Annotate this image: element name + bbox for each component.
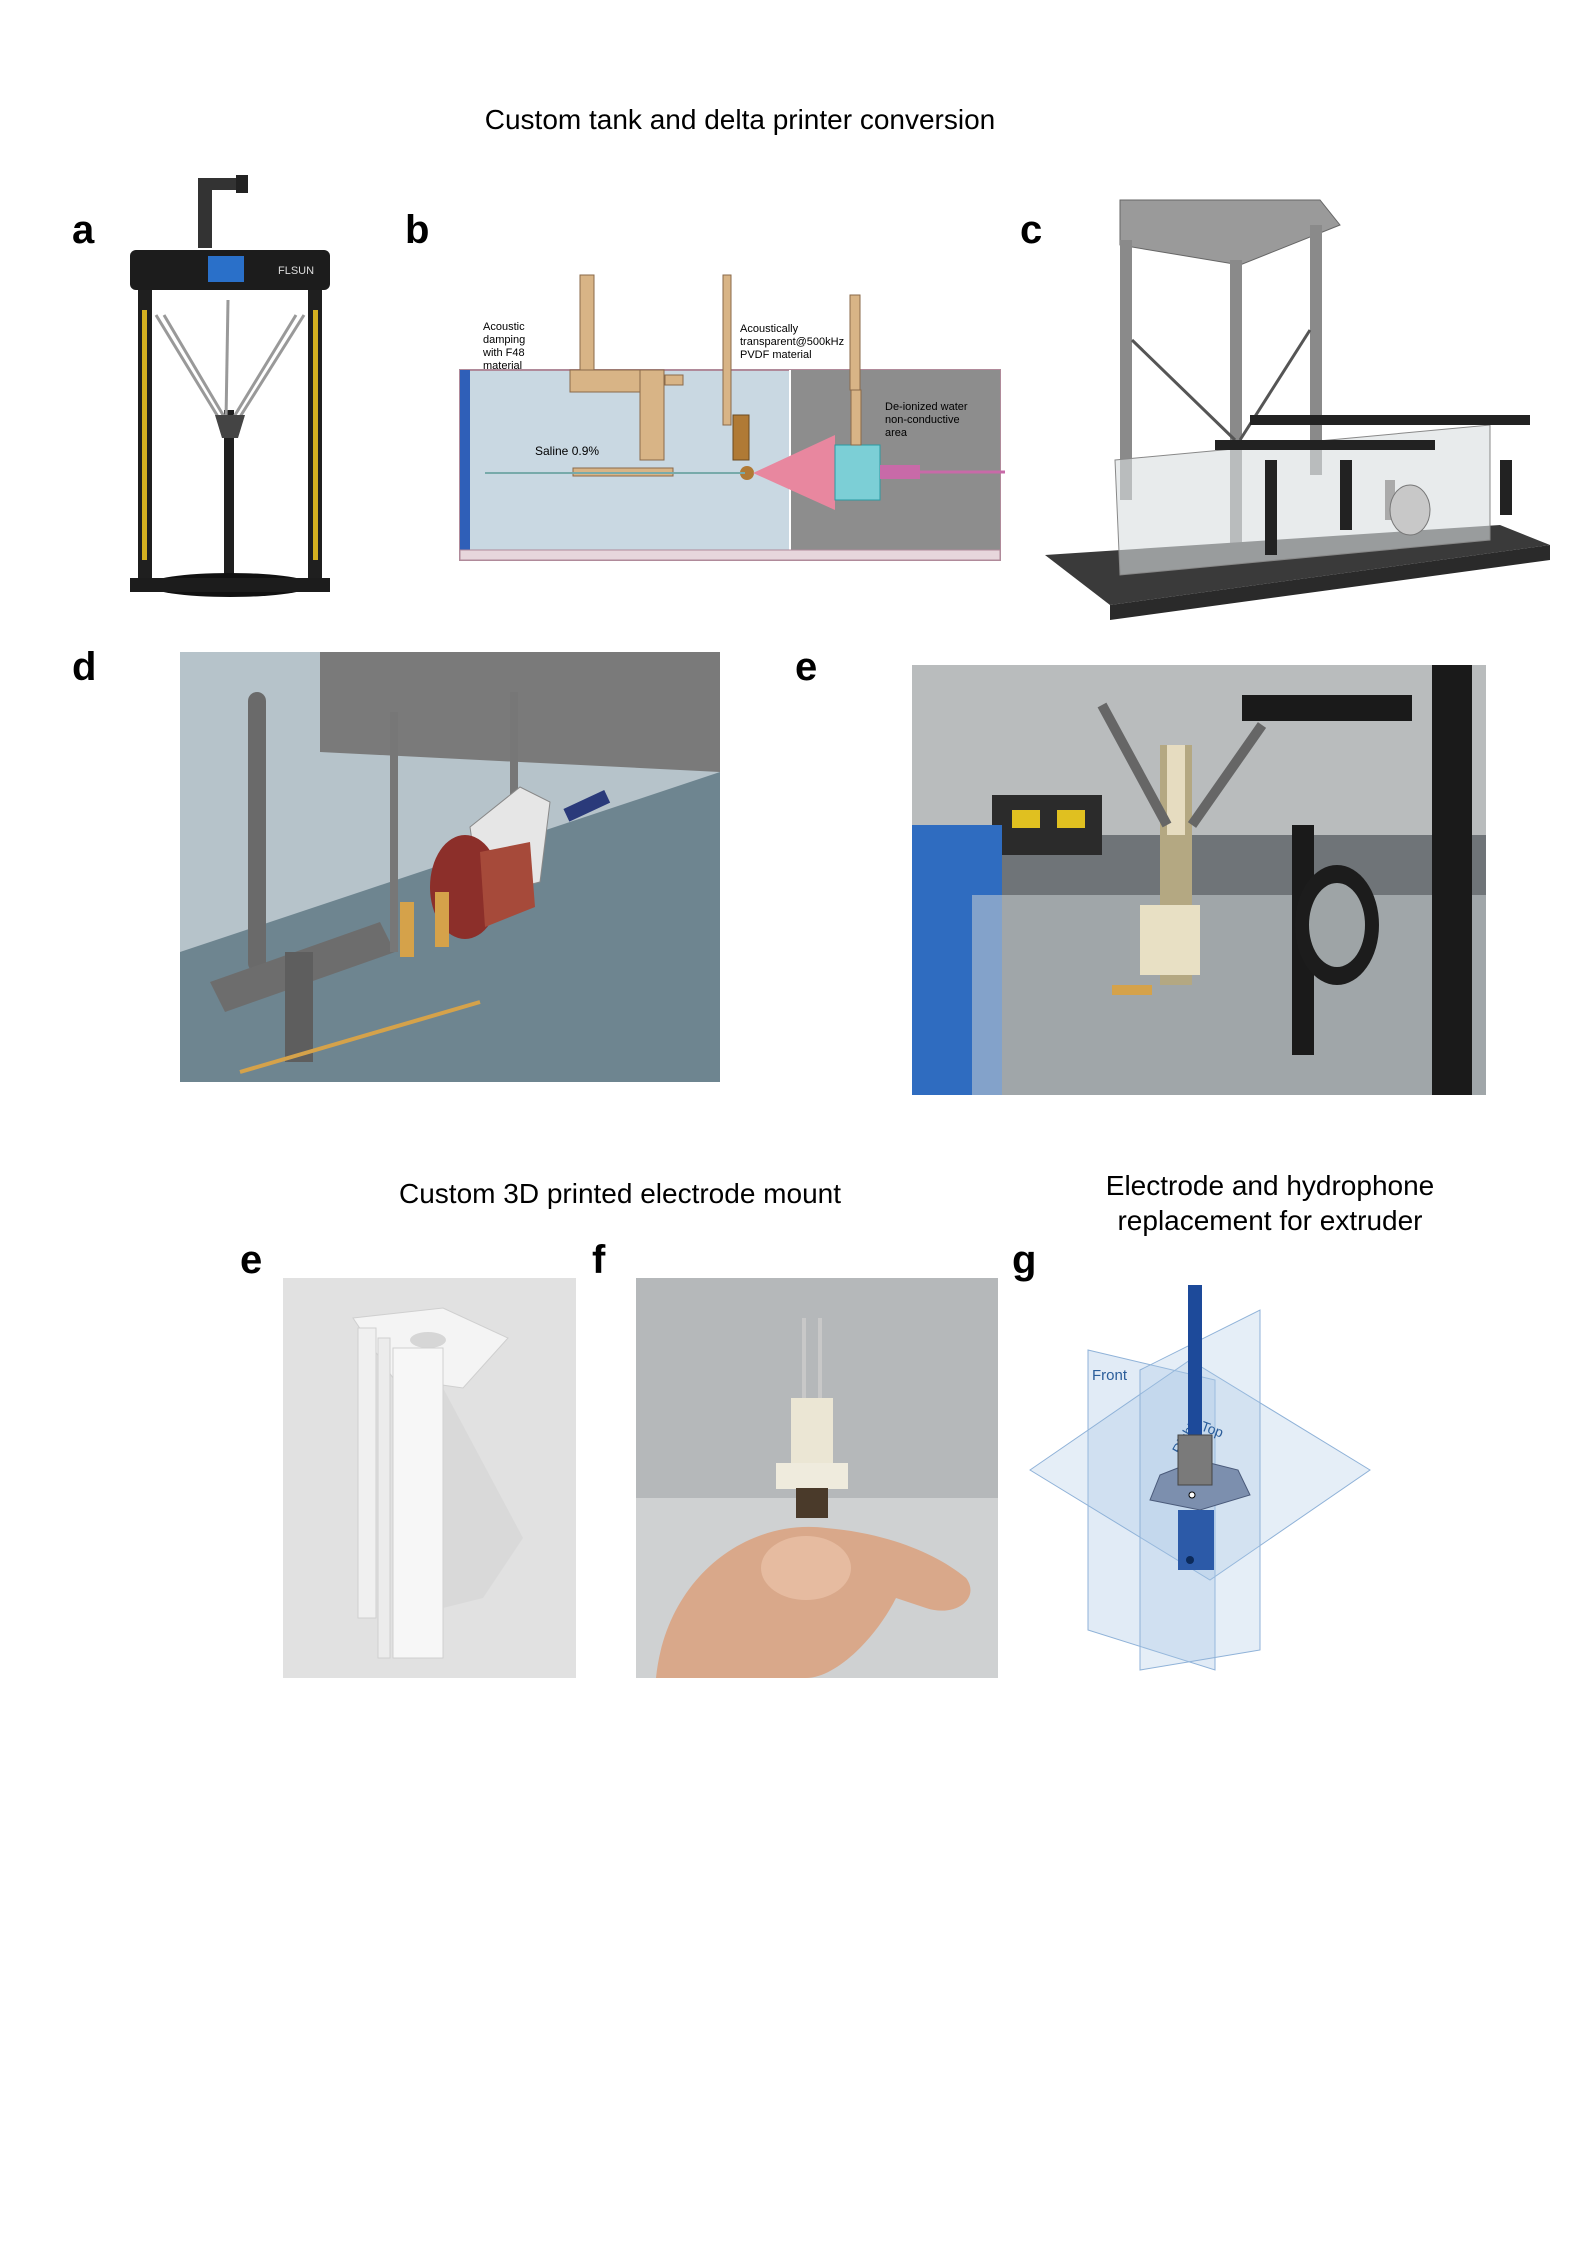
- figure-title-top: Custom tank and delta printer conversion: [484, 104, 996, 135]
- deionized-text-3: area: [885, 427, 908, 439]
- figure-title-replacement-2: replacement for extruder: [1117, 1205, 1423, 1236]
- transducer-cad-closeup-image: [180, 652, 720, 1082]
- electrode-mount-render-image: [283, 1278, 576, 1678]
- panel-label-c: c: [1020, 208, 1043, 252]
- transparent-text-2: transparent@500kHz: [740, 336, 844, 348]
- panel-label-g: g: [1012, 1238, 1037, 1282]
- electrode-mount-photo: [636, 1278, 998, 1678]
- delta-printer-image: FLSUN: [130, 175, 330, 597]
- saline-text: Saline 0.9%: [535, 444, 599, 458]
- panel-label-b: b: [405, 208, 430, 252]
- deionized-text-1: De-ionized water: [885, 401, 968, 413]
- damping-text-2: damping: [483, 334, 525, 346]
- extruder-replacement-cad-image: Front Top Right: [1029, 1285, 1371, 1671]
- damping-text-4: material: [483, 360, 522, 372]
- tank-setup-photo: [912, 665, 1486, 1095]
- plane-label-front: Front: [1092, 1367, 1128, 1384]
- tank-schematic-image: Acoustic damping with F48 material Acous…: [459, 274, 1005, 561]
- panel-label-e-photo: e: [795, 645, 818, 689]
- deionized-text-2: non-conductive: [885, 414, 960, 426]
- tank-cad-render-image: [1045, 199, 1550, 620]
- panel-label-f: f: [592, 1238, 606, 1282]
- figure-title-mount: Custom 3D printed electrode mount: [399, 1178, 841, 1209]
- transparent-text-3: PVDF material: [740, 349, 812, 361]
- printer-brand-text: FLSUN: [278, 265, 314, 277]
- panel-label-d: d: [72, 645, 97, 689]
- panel-label-a: a: [72, 208, 95, 252]
- damping-text-3: with F48: [482, 347, 525, 359]
- transparent-text-1: Acoustically: [740, 323, 799, 335]
- panel-label-e-render: e: [240, 1238, 263, 1282]
- figure-title-replacement-1: Electrode and hydrophone: [1105, 1170, 1435, 1201]
- damping-text-1: Acoustic: [483, 321, 525, 333]
